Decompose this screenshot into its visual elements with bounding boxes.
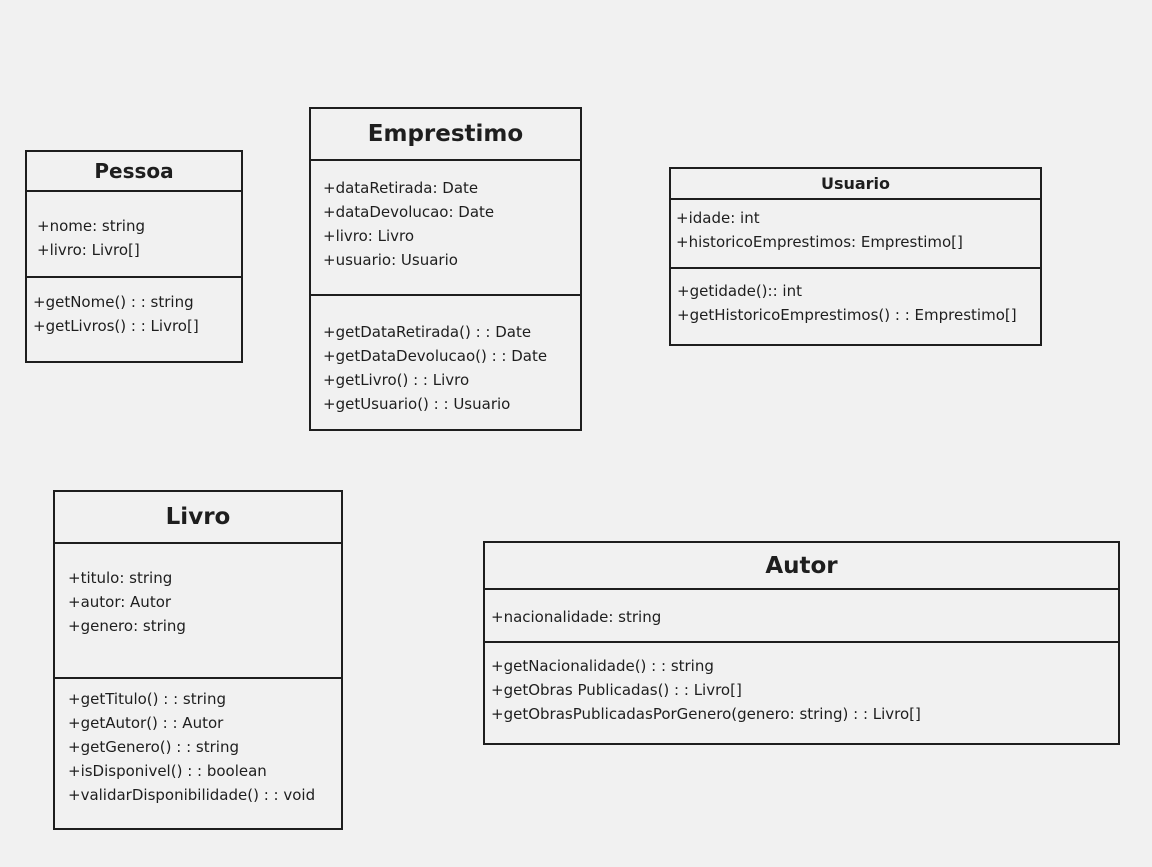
operation: +getDataDevolucao() : : Date [323, 347, 548, 365]
operation: +getGenero() : : string [68, 738, 239, 756]
attributes-section: +titulo: string +autor: Autor +genero: s… [55, 544, 341, 679]
attribute: +livro: Livro[] [37, 241, 140, 259]
operations-section: +getidade():: int +getHistoricoEmprestim… [671, 269, 1040, 327]
operation: +getTitulo() : : string [68, 690, 226, 708]
attributes-section: +dataRetirada: Date +dataDevolucao: Date… [311, 161, 580, 296]
operation: +getLivros() : : Livro[] [33, 317, 199, 335]
attribute: +usuario: Usuario [323, 251, 458, 269]
operation: +getNome() : : string [33, 293, 194, 311]
operations-section: +getNome() : : string +getLivros() : : L… [27, 278, 241, 338]
class-name: Livro [55, 492, 341, 544]
class-name: Pessoa [27, 152, 241, 192]
operations-section: +getDataRetirada() : : Date +getDataDevo… [311, 296, 580, 416]
operation: +getLivro() : : Livro [323, 371, 470, 389]
attribute: +livro: Livro [323, 227, 415, 245]
attributes-section: +nacionalidade: string [485, 590, 1118, 643]
class-autor[interactable]: Autor +nacionalidade: string +getNaciona… [483, 541, 1120, 745]
operations-section: +getTitulo() : : string +getAutor() : : … [55, 679, 341, 807]
attribute: +autor: Autor [68, 593, 172, 611]
attribute: +dataDevolucao: Date [323, 203, 495, 221]
operation: +getHistoricoEmprestimos() : : Emprestim… [677, 306, 1017, 324]
attribute: +genero: string [68, 617, 186, 635]
class-emprestimo[interactable]: Emprestimo +dataRetirada: Date +dataDevo… [309, 107, 582, 431]
class-name: Autor [485, 543, 1118, 590]
operation: +isDisponivel() : : boolean [68, 762, 267, 780]
class-livro[interactable]: Livro +titulo: string +autor: Autor +gen… [53, 490, 343, 830]
attribute: +historicoEmprestimos: Emprestimo[] [676, 233, 963, 251]
attribute: +nacionalidade: string [491, 608, 662, 626]
operations-section: +getNacionalidade() : : string +getObras… [485, 643, 1118, 726]
attributes-section: +idade: int +historicoEmprestimos: Empre… [671, 200, 1040, 269]
class-usuario[interactable]: Usuario +idade: int +historicoEmprestimo… [669, 167, 1042, 346]
operation: +getDataRetirada() : : Date [323, 323, 532, 341]
operation: +validarDisponibilidade() : : void [68, 786, 316, 804]
class-name: Emprestimo [311, 109, 580, 161]
class-name: Usuario [671, 169, 1040, 200]
operation: +getNacionalidade() : : string [491, 657, 714, 675]
attribute: +nome: string [37, 217, 145, 235]
operation: +getObrasPublicadasPorGenero(genero: str… [491, 705, 921, 723]
operation: +getUsuario() : : Usuario [323, 395, 511, 413]
operation: +getObras Publicadas() : : Livro[] [491, 681, 742, 699]
operation: +getidade():: int [677, 282, 802, 300]
attributes-section: +nome: string +livro: Livro[] [27, 192, 241, 278]
attribute: +idade: int [676, 209, 760, 227]
attribute: +titulo: string [68, 569, 173, 587]
operation: +getAutor() : : Autor [68, 714, 224, 732]
attribute: +dataRetirada: Date [323, 179, 479, 197]
class-pessoa[interactable]: Pessoa +nome: string +livro: Livro[] +ge… [25, 150, 243, 363]
